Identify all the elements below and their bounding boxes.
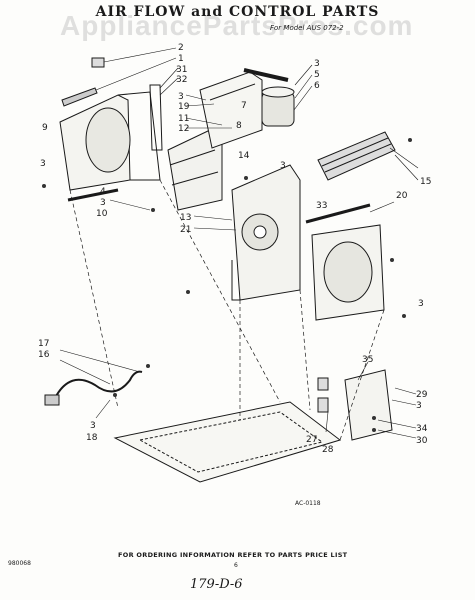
callout: 16 — [38, 350, 50, 360]
control-components — [317, 369, 393, 441]
callout: 6 — [314, 81, 320, 91]
callout: 15 — [420, 177, 431, 187]
front-grille-panel — [59, 91, 161, 191]
control-bracket — [199, 71, 263, 149]
callout: 3 — [280, 161, 286, 171]
callout: 1 — [178, 54, 184, 64]
callout: 3 — [314, 59, 320, 69]
callout: 33 — [316, 201, 327, 211]
callout: 31 — [176, 65, 187, 75]
base-pan — [113, 401, 342, 483]
callout: 8 — [236, 121, 242, 131]
capacitor — [261, 86, 295, 127]
part-10-strip — [67, 188, 119, 202]
callout: 3 — [416, 401, 422, 411]
center-partition — [231, 164, 301, 301]
callout: 14 — [238, 151, 250, 161]
part-33-strip — [305, 203, 371, 224]
callout: 10 — [96, 209, 108, 219]
callout: 4 — [100, 187, 106, 197]
watermark: AppliancePartsPros.com — [60, 10, 414, 41]
callout: 20 — [396, 191, 408, 201]
callout: 30 — [416, 436, 428, 446]
callout: 32 — [176, 75, 187, 85]
orifice-panel — [311, 224, 385, 321]
callout: 3 — [40, 159, 46, 169]
callout: 9 — [42, 123, 48, 133]
callout: 17 — [38, 339, 49, 349]
callout: 35 — [362, 355, 373, 365]
page-number: 6 — [234, 562, 238, 569]
footer-code: 980068 — [8, 560, 31, 567]
diagram-code: AC-0118 — [295, 500, 321, 507]
page-title: AIR FLOW and CONTROL PARTS — [95, 4, 380, 20]
callout: 3 — [418, 299, 424, 309]
handwritten-note: 179-D-6 — [190, 577, 243, 592]
power-cord — [44, 370, 143, 406]
callout-labels: 2 1 31 32 9 3 19 11 12 7 8 14 3 5 6 3 4 … — [38, 43, 431, 455]
callout: 19 — [178, 102, 190, 112]
part-1-strip — [61, 87, 98, 107]
callout: 34 — [416, 424, 428, 434]
model-subtitle: For Model AUS 072-2 — [270, 24, 344, 32]
evaporator-coil — [317, 131, 396, 181]
callout: 29 — [416, 390, 428, 400]
callout: 3 — [90, 421, 96, 431]
callout: 3 — [100, 198, 106, 208]
callout: 28 — [322, 445, 334, 455]
callout: 3 — [178, 92, 184, 102]
callout: 13 — [180, 213, 191, 223]
callout: 11 — [178, 114, 189, 124]
part-32-bracket — [149, 84, 163, 151]
callout: 2 — [178, 43, 184, 53]
callout: 5 — [314, 70, 320, 80]
callout: 12 — [178, 124, 189, 134]
part-3-capacitor-strap — [243, 68, 289, 82]
callout: 27 — [306, 435, 317, 445]
callout: 18 — [86, 433, 98, 443]
callout: 21 — [180, 225, 191, 235]
blower-housing — [167, 129, 223, 211]
ordering-note: FOR ORDERING INFORMATION REFER TO PARTS … — [118, 551, 348, 559]
part-2-clip — [91, 57, 105, 68]
callout: 7 — [241, 101, 247, 111]
